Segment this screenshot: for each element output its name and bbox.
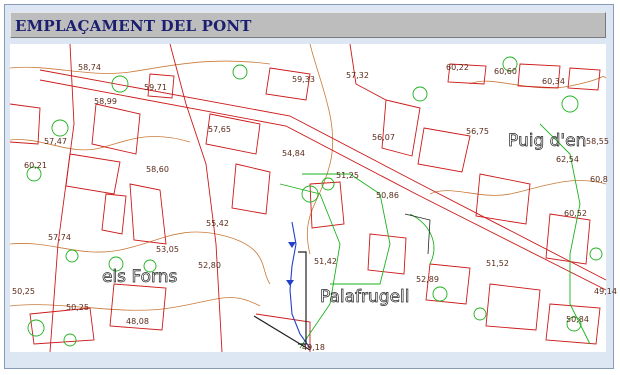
elevation-label: 54,84 bbox=[282, 149, 305, 158]
place-name-palafrugell: Palafrugell bbox=[320, 287, 410, 307]
contour-lines bbox=[9, 43, 607, 311]
bridge-marker bbox=[253, 251, 311, 351]
elevation-label: 60,22 bbox=[446, 63, 469, 72]
elevation-label: 51,42 bbox=[314, 257, 337, 266]
elevation-label: 58,74 bbox=[78, 63, 101, 72]
elevation-label: 58,99 bbox=[94, 97, 117, 106]
elevation-label: 59,33 bbox=[292, 75, 315, 84]
river-arrows bbox=[286, 242, 296, 286]
elevation-label: 60,34 bbox=[542, 77, 565, 86]
elevation-labels: 58,74 59,71 58,99 59,33 57,32 60,22 60,6… bbox=[12, 63, 617, 352]
place-name-els-forns: els Forns bbox=[102, 267, 177, 287]
map-view: els Forns Palafrugell Puig d'en 58,74 59… bbox=[9, 43, 617, 353]
elevation-label: 60,21 bbox=[24, 161, 47, 170]
elevation-label: 52,89 bbox=[416, 275, 439, 284]
elevation-label: 50,25 bbox=[66, 303, 89, 312]
elevation-label: 57,74 bbox=[48, 233, 71, 242]
elevation-label: 53,05 bbox=[156, 245, 179, 254]
elevation-label: 52,80 bbox=[198, 261, 221, 270]
elevation-label: 50,25 bbox=[12, 287, 35, 296]
street-outlines bbox=[9, 43, 607, 353]
elevation-label: 49,18 bbox=[302, 343, 325, 352]
elevation-label: 58,55 bbox=[586, 137, 609, 146]
elevation-label: 56,07 bbox=[372, 133, 395, 142]
page-title: EMPLAÇAMENT DEL PONT bbox=[15, 17, 252, 35]
elevation-label: 49,14 bbox=[594, 287, 617, 296]
elevation-label: 48,08 bbox=[126, 317, 149, 326]
title-bar: EMPLAÇAMENT DEL PONT bbox=[10, 12, 606, 38]
elevation-label: 51,25 bbox=[336, 171, 359, 180]
elevation-label: 57,32 bbox=[346, 71, 369, 80]
elevation-label: 58,60 bbox=[146, 165, 169, 174]
elevation-label: 59,71 bbox=[144, 83, 167, 92]
elevation-label: 50,84 bbox=[566, 315, 589, 324]
map-canvas: els Forns Palafrugell Puig d'en 58,74 59… bbox=[9, 43, 617, 353]
place-name-puig-den: Puig d'en bbox=[508, 131, 586, 151]
elevation-label: 60,52 bbox=[564, 209, 587, 218]
elevation-label: 51,52 bbox=[486, 259, 509, 268]
elevation-label: 56,75 bbox=[466, 127, 489, 136]
elevation-label: 57,65 bbox=[208, 125, 231, 134]
road-crossing bbox=[404, 213, 431, 255]
elevation-label: 55,42 bbox=[206, 219, 229, 228]
elevation-label: 60,8 bbox=[590, 175, 608, 184]
elevation-label: 62,54 bbox=[556, 155, 579, 164]
elevation-label: 57,47 bbox=[44, 137, 67, 146]
vegetation bbox=[26, 56, 603, 349]
river bbox=[289, 221, 311, 349]
elevation-label: 60,60 bbox=[494, 67, 517, 76]
elevation-label: 50,86 bbox=[376, 191, 399, 200]
